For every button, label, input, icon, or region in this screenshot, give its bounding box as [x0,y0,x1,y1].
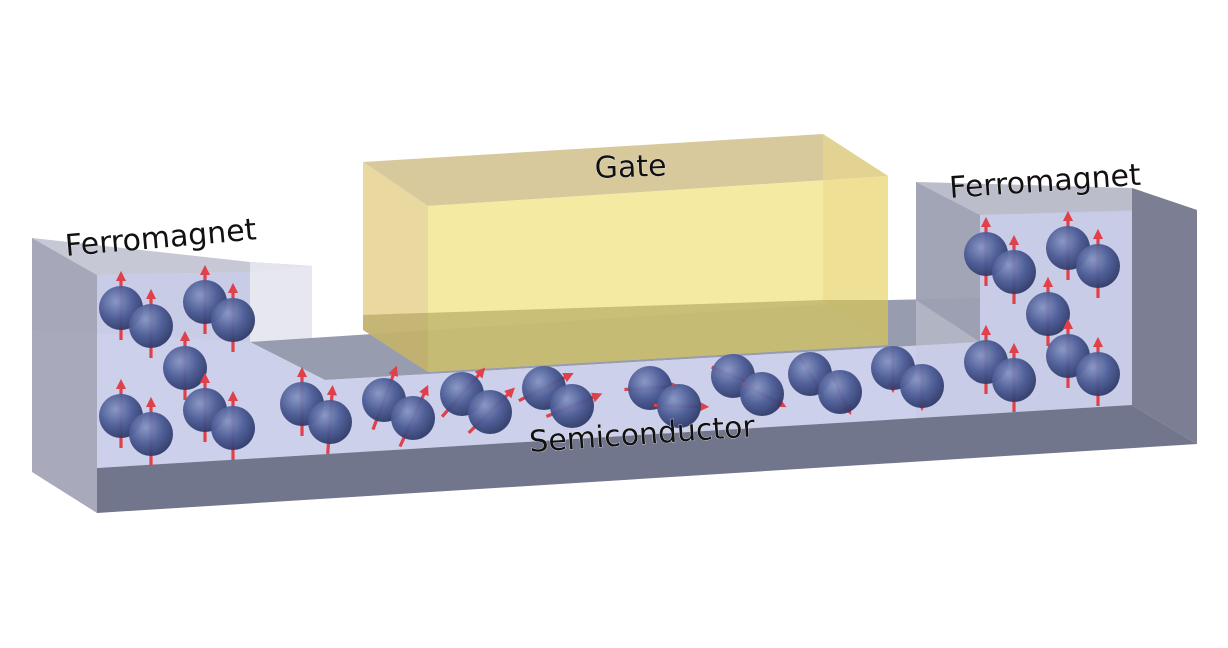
electron-sphere-icon [308,400,352,444]
gate-block [363,134,888,372]
electron-sphere-icon [992,250,1036,294]
gate-label: Gate [594,149,667,186]
gate-right-side [823,134,888,345]
electron-sphere-icon [900,364,944,408]
electron-sphere-icon [391,396,435,440]
electron-sphere-icon [211,298,255,342]
device-bottom-face [97,405,1197,513]
electron-sphere-icon [468,390,512,434]
electron-sphere-icon [163,346,207,390]
electron-sphere-icon [129,304,173,348]
right-ferromagnet-top [916,182,1197,215]
electron-sphere-icon [1076,244,1120,288]
electrons-layer [99,210,1120,466]
electron-sphere-icon [1026,292,1070,336]
electron-sphere-icon [129,412,173,456]
electron-sphere-icon [992,358,1036,402]
electron-sphere-icon [818,370,862,414]
electron-sphere-icon [1076,352,1120,396]
left-ferromagnet-side [32,238,97,513]
electron-sphere-icon [740,372,784,416]
right-ferromagnet-inner-side [916,182,980,342]
electron-sphere-icon [211,406,255,450]
left-ferromagnet-top [32,238,312,275]
device-front-face [97,210,1132,468]
gate-shadow [363,300,888,372]
electron-sphere-icon [657,384,701,428]
right-ferromagnet-side [1132,188,1197,444]
gate-top [363,134,888,206]
electron-sphere-icon [550,384,594,428]
